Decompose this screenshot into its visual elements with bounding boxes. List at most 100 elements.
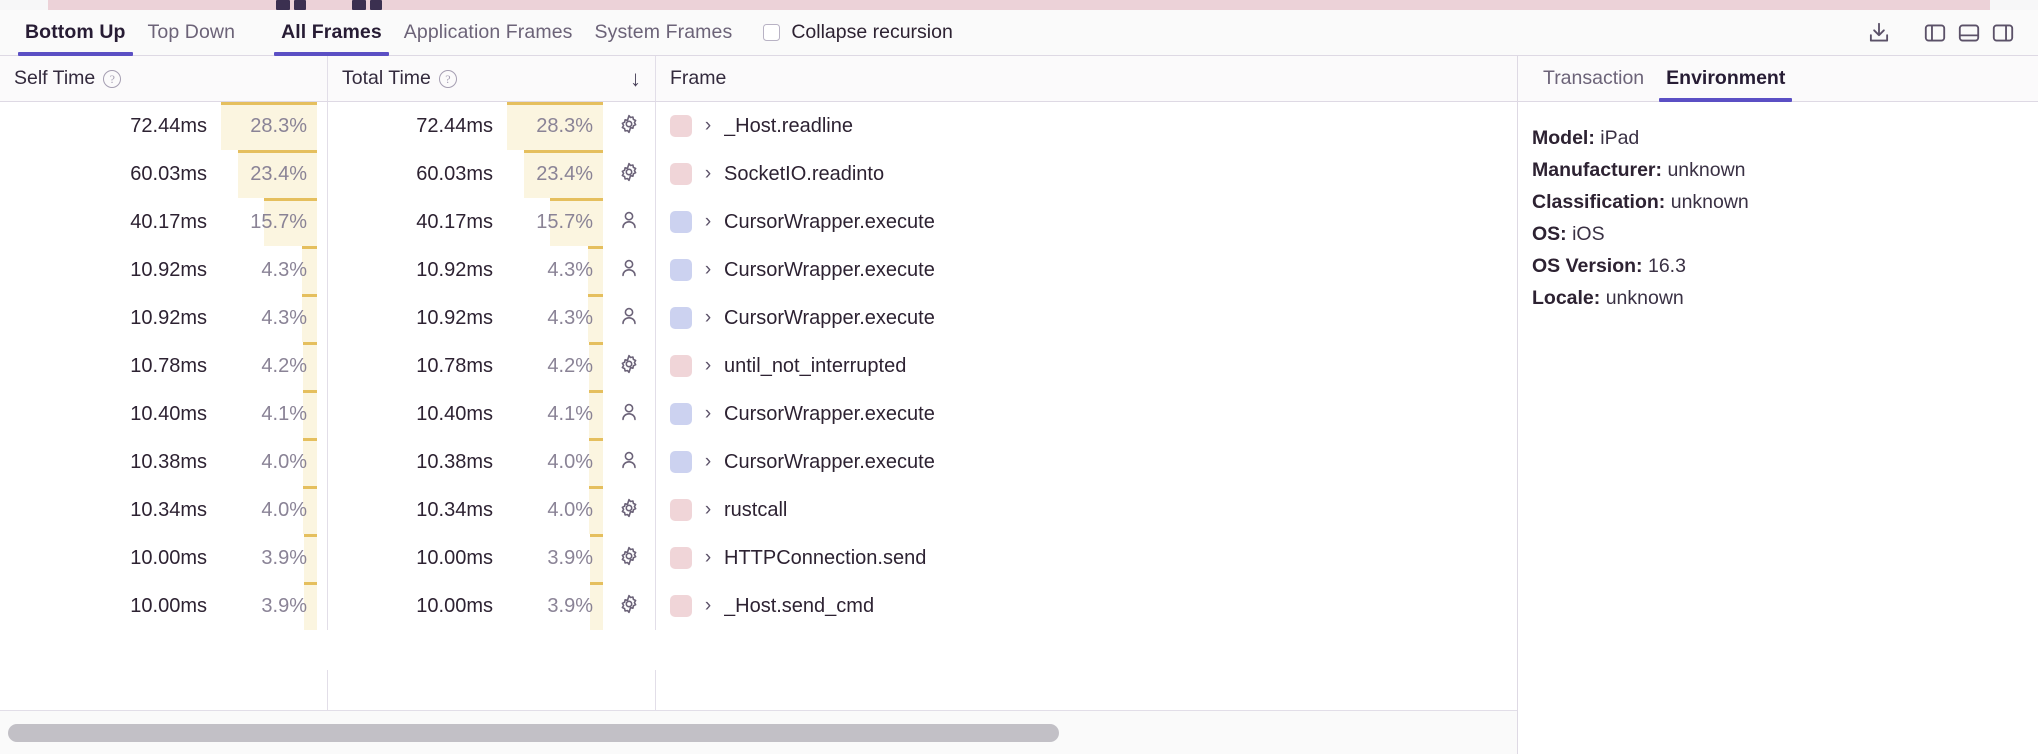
total-percent-cell: 4.0%	[507, 486, 603, 534]
tab-application-frames[interactable]: Application Frames	[393, 10, 584, 55]
tab-transaction[interactable]: Transaction	[1532, 56, 1655, 101]
self-percent-value: 4.0%	[261, 498, 307, 521]
environment-value: iPad	[1600, 127, 1640, 149]
frame-kind-icon[interactable]	[603, 582, 655, 630]
person-icon[interactable]	[617, 400, 641, 429]
frame-kind-icon[interactable]	[603, 150, 655, 198]
self-time-value: 40.17ms	[130, 210, 207, 233]
frame-kind-icon[interactable]	[603, 246, 655, 294]
tab-top-down[interactable]: Top Down	[137, 10, 247, 55]
self-percent-cell: 3.9%	[221, 582, 317, 630]
view-mode-tabs: Bottom Up Top Down	[14, 10, 247, 56]
person-icon[interactable]	[617, 256, 641, 285]
expand-chevron-icon[interactable]: ›	[704, 355, 712, 376]
environment-row: Manufacturer: unknown	[1532, 154, 2038, 186]
expand-chevron-icon[interactable]: ›	[704, 259, 712, 280]
expand-chevron-icon[interactable]: ›	[704, 307, 712, 328]
frame-kind-icon[interactable]	[603, 342, 655, 390]
help-icon[interactable]: ?	[438, 69, 457, 88]
person-icon[interactable]	[617, 304, 641, 333]
tab-bottom-up[interactable]: Bottom Up	[14, 10, 137, 56]
environment-key: OS:	[1532, 223, 1567, 245]
total-time-value: 60.03ms	[416, 162, 493, 185]
download-icon[interactable]	[1862, 16, 1896, 50]
frame-color-swatch	[670, 115, 692, 137]
tab-all-frames[interactable]: All Frames	[270, 10, 393, 56]
frame-kind-icon[interactable]	[603, 534, 655, 582]
frame-name: _Host.send_cmd	[724, 594, 875, 617]
self-percent-value: 3.9%	[261, 546, 307, 569]
self-percent-bar	[221, 102, 317, 150]
frame-kind-icon[interactable]	[603, 198, 655, 246]
frame-name: CursorWrapper.execute	[724, 258, 935, 281]
horizontal-scrollbar[interactable]	[0, 710, 1517, 754]
self-percent-cell: 15.7%	[221, 198, 317, 246]
frame-kind-icon[interactable]	[603, 102, 655, 150]
gear-icon[interactable]	[617, 112, 641, 141]
expand-chevron-icon[interactable]: ›	[704, 595, 712, 616]
tab-system-frames[interactable]: System Frames	[583, 10, 743, 55]
cell-frame: ›CursorWrapper.execute	[656, 390, 1517, 438]
expand-chevron-icon[interactable]: ›	[704, 115, 712, 136]
column-header-total-time[interactable]: Total Time ? ↓	[328, 56, 656, 101]
self-percent-cell: 4.0%	[221, 438, 317, 486]
person-icon[interactable]	[617, 208, 641, 237]
frame-name: rustcall	[724, 498, 788, 521]
tab-environment[interactable]: Environment	[1655, 56, 1796, 102]
cell-self-time: 40.17ms 15.7%	[0, 198, 328, 246]
column-header-frame[interactable]: Frame	[656, 56, 1517, 101]
collapse-recursion-checkbox[interactable]: Collapse recursion	[763, 21, 953, 44]
layout-right-panel-icon[interactable]	[1986, 16, 2020, 50]
expand-chevron-icon[interactable]: ›	[704, 451, 712, 472]
gear-icon[interactable]	[617, 496, 641, 525]
expand-chevron-icon[interactable]: ›	[704, 163, 712, 184]
gear-icon[interactable]	[617, 352, 641, 381]
gear-icon[interactable]	[617, 160, 641, 189]
frame-kind-icon[interactable]	[603, 390, 655, 438]
tab-all-frames-label: All Frames	[281, 21, 382, 43]
sort-descending-icon[interactable]: ↓	[630, 65, 641, 91]
tab-system-frames-label: System Frames	[594, 21, 733, 43]
self-time-value: 10.00ms	[130, 594, 207, 617]
environment-key: Locale:	[1532, 287, 1601, 309]
scrollbar-thumb[interactable]	[8, 723, 1059, 742]
environment-row: Locale: unknown	[1532, 282, 2038, 314]
flamegraph-strip[interactable]	[0, 0, 2038, 10]
help-icon[interactable]: ?	[103, 69, 122, 88]
person-icon[interactable]	[617, 448, 641, 477]
column-header-total-time-label: Total Time	[342, 67, 431, 89]
checkbox-box-icon[interactable]	[763, 24, 781, 41]
layout-bottom-panel-icon[interactable]	[1952, 16, 1986, 50]
total-percent-bar	[589, 438, 603, 486]
frame-kind-icon[interactable]	[603, 486, 655, 534]
frame-kind-icon[interactable]	[603, 438, 655, 486]
expand-chevron-icon[interactable]: ›	[704, 547, 712, 568]
gear-icon[interactable]	[617, 592, 641, 621]
total-time-value: 10.92ms	[416, 306, 493, 329]
frame-name: CursorWrapper.execute	[724, 306, 935, 329]
gear-icon[interactable]	[617, 544, 641, 573]
expand-chevron-icon[interactable]: ›	[704, 499, 712, 520]
expand-chevron-icon[interactable]: ›	[704, 403, 712, 424]
layout-left-panel-icon[interactable]	[1918, 16, 1952, 50]
column-header-self-time[interactable]: Self Time ?	[0, 56, 328, 101]
total-percent-cell: 4.0%	[507, 438, 603, 486]
frame-kind-icon[interactable]	[603, 294, 655, 342]
expand-chevron-icon[interactable]: ›	[704, 211, 712, 232]
environment-row: OS Version: 16.3	[1532, 250, 2038, 282]
